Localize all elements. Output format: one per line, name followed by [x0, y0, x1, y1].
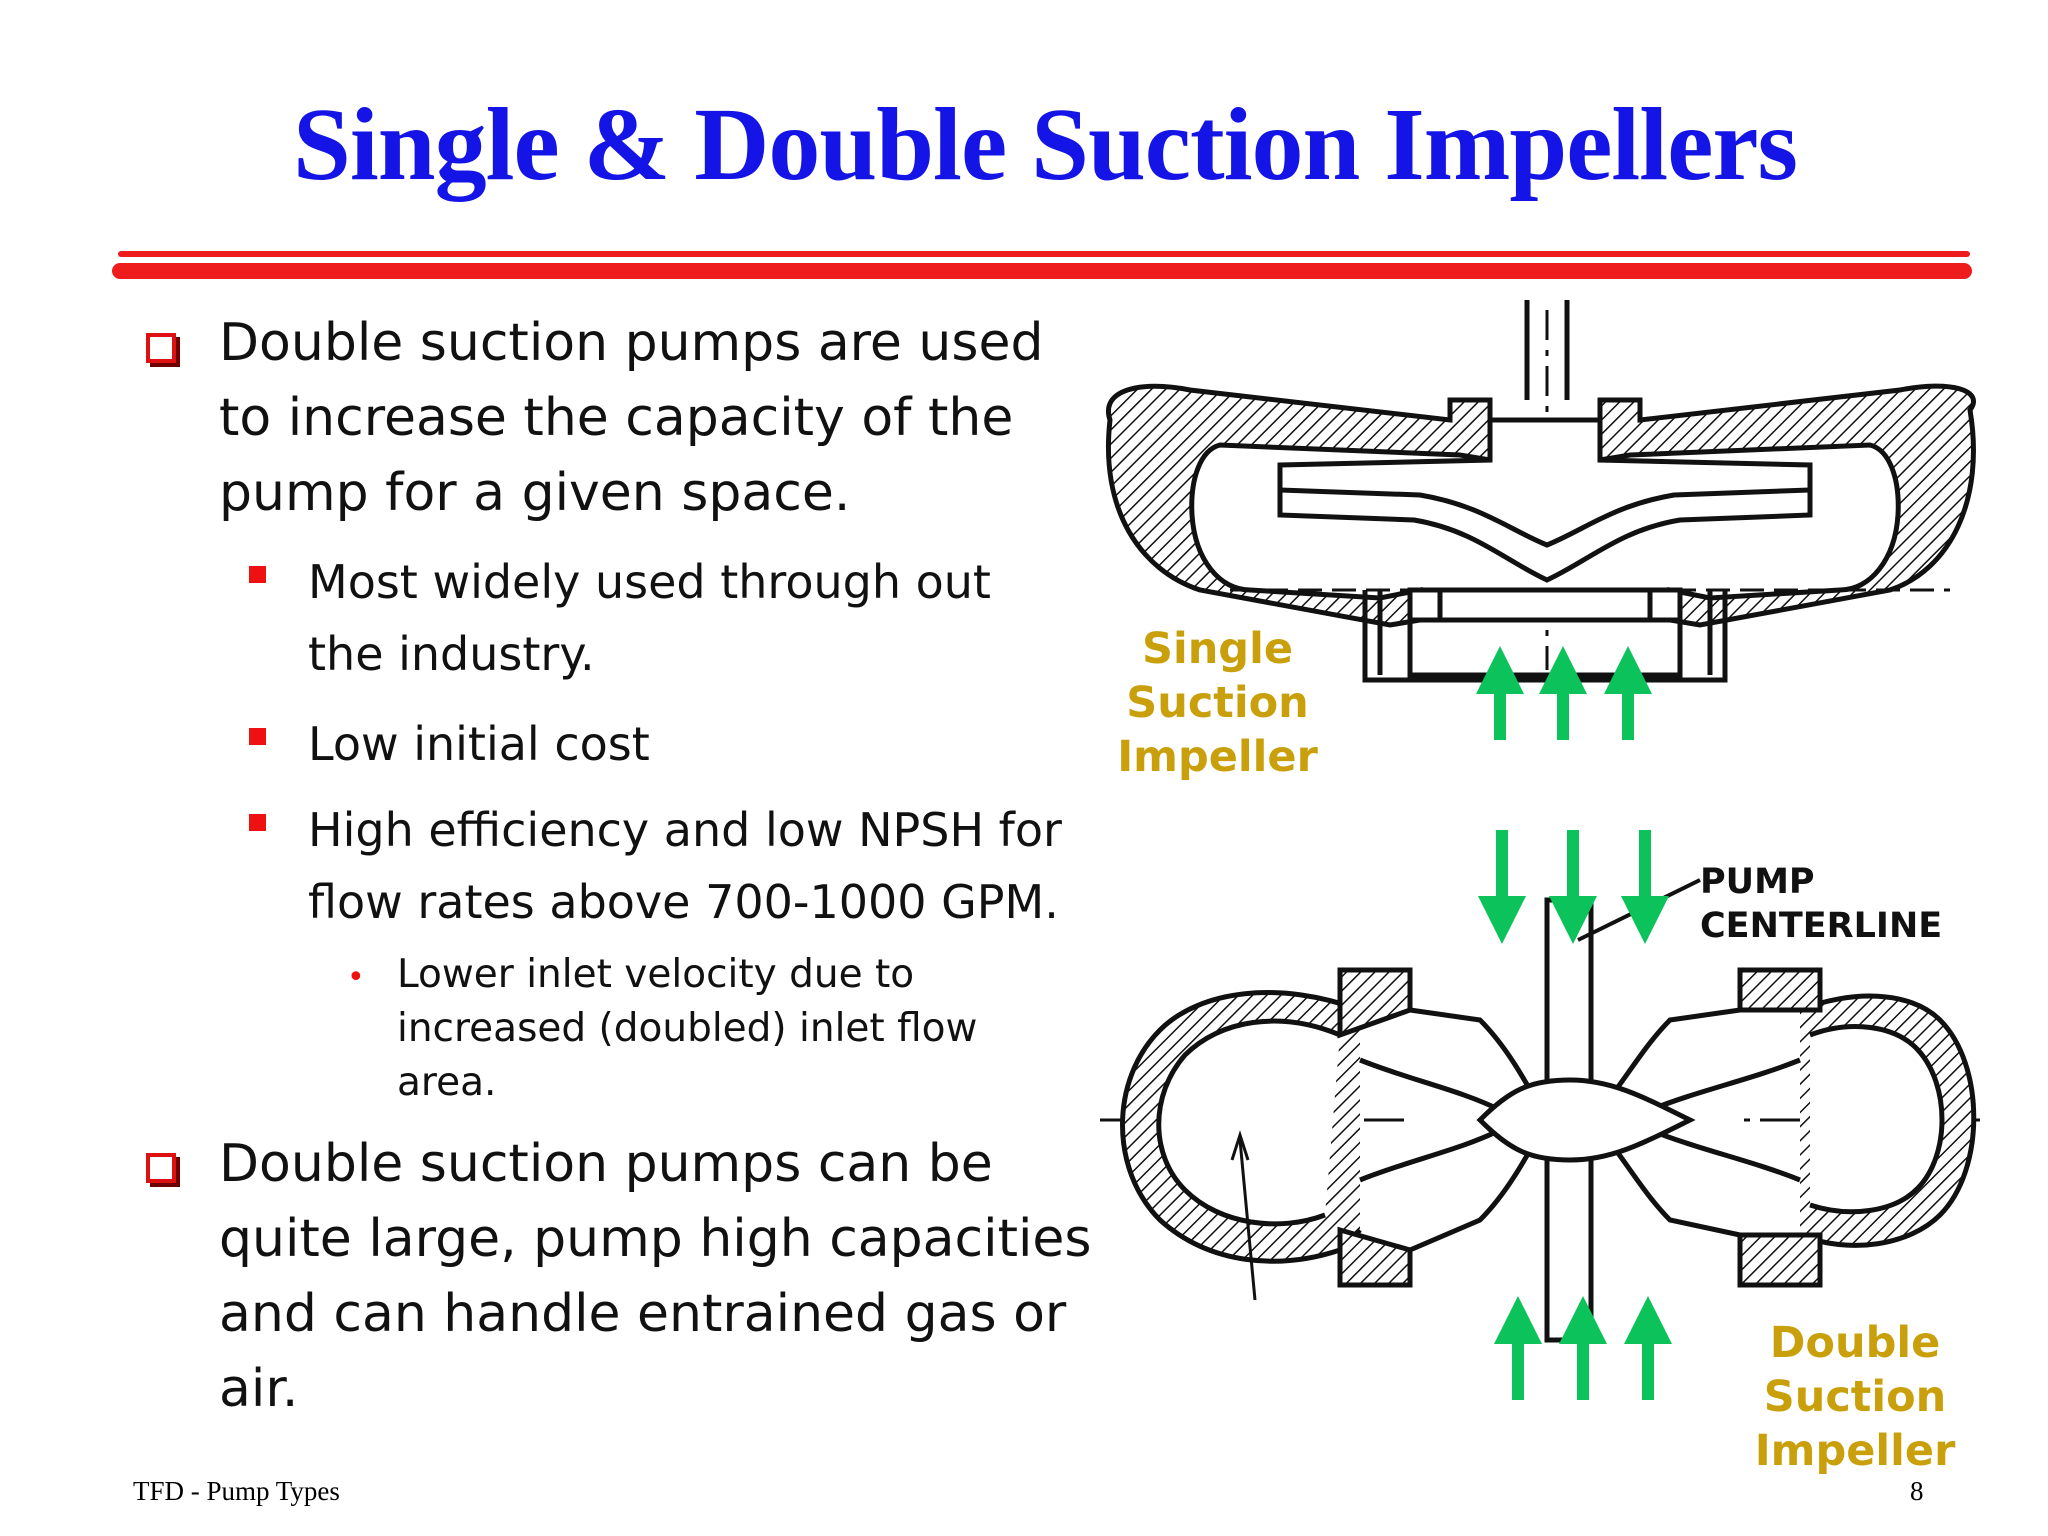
- subbullet-3-line-1: High efficiency and low NPSH for: [308, 803, 1062, 857]
- checkbox-bullet-icon: [146, 1153, 176, 1183]
- bullet-2-line-2: quite large, pump high capacities: [219, 1209, 1092, 1269]
- double-label-line-1: Double: [1769, 1318, 1941, 1368]
- single-suction-impeller-drawing: [1106, 300, 1976, 683]
- slide-title: Single & Double Suction Impellers: [293, 87, 1798, 202]
- single-label-line-2: Suction: [1126, 678, 1309, 728]
- square-bullet-icon: [249, 814, 266, 831]
- subbullet-1-line-1: Most widely used through out: [308, 555, 991, 609]
- centerline-line-1: PUMP: [1700, 862, 1815, 902]
- footer-title: TFD - Pump Types: [133, 1476, 340, 1506]
- square-bullet-icon: [249, 728, 266, 745]
- square-bullet-icon: [249, 566, 266, 583]
- subbullet-2-line-1: Low initial cost: [308, 717, 650, 771]
- impeller-diagrams: [1100, 300, 1980, 1400]
- subsub-line-1: Lower inlet velocity due to: [397, 952, 915, 997]
- double-suction-flow-arrows: [1478, 830, 1672, 1400]
- page-number: 8: [1910, 1476, 1924, 1506]
- subsub-line-3: area.: [397, 1060, 497, 1105]
- single-suction-flow-arrows: [1476, 646, 1652, 740]
- double-label-line-3: Impeller: [1754, 1426, 1956, 1476]
- single-label-line-1: Single: [1141, 624, 1293, 674]
- dot-bullet-icon: •: [347, 960, 365, 995]
- single-label-line-3: Impeller: [1117, 732, 1318, 782]
- title-rule-thin: [118, 251, 1970, 257]
- centerline-line-2: CENTERLINE: [1700, 906, 1943, 946]
- title-rule-thick: [112, 263, 1972, 279]
- checkbox-bullet-icon: [146, 333, 176, 363]
- bullet-1-line-3: pump for a given space.: [219, 463, 851, 523]
- double-label-line-2: Suction: [1763, 1372, 1947, 1422]
- bullet-1-line-2: to increase the capacity of the: [219, 388, 1014, 448]
- subsub-line-2: increased (doubled) inlet flow: [397, 1006, 978, 1051]
- bullet-2-line-1: Double suction pumps can be: [219, 1134, 993, 1194]
- double-suction-label: Double Suction Impeller: [1735, 1316, 1975, 1478]
- subbullet-1-line-2: the industry.: [308, 627, 595, 681]
- bullet-2-line-3: and can handle entrained gas or: [219, 1284, 1067, 1344]
- subbullet-3-line-2: flow rates above 700-1000 GPM.: [308, 875, 1059, 929]
- bullet-1-line-1: Double suction pumps are used: [219, 313, 1044, 373]
- pump-centerline-callout: PUMP CENTERLINE: [1700, 860, 1942, 948]
- single-suction-label: Single Suction Impeller: [1100, 622, 1335, 784]
- double-suction-impeller-drawing: [1100, 878, 1980, 1343]
- bullet-2-line-4: air.: [219, 1359, 299, 1419]
